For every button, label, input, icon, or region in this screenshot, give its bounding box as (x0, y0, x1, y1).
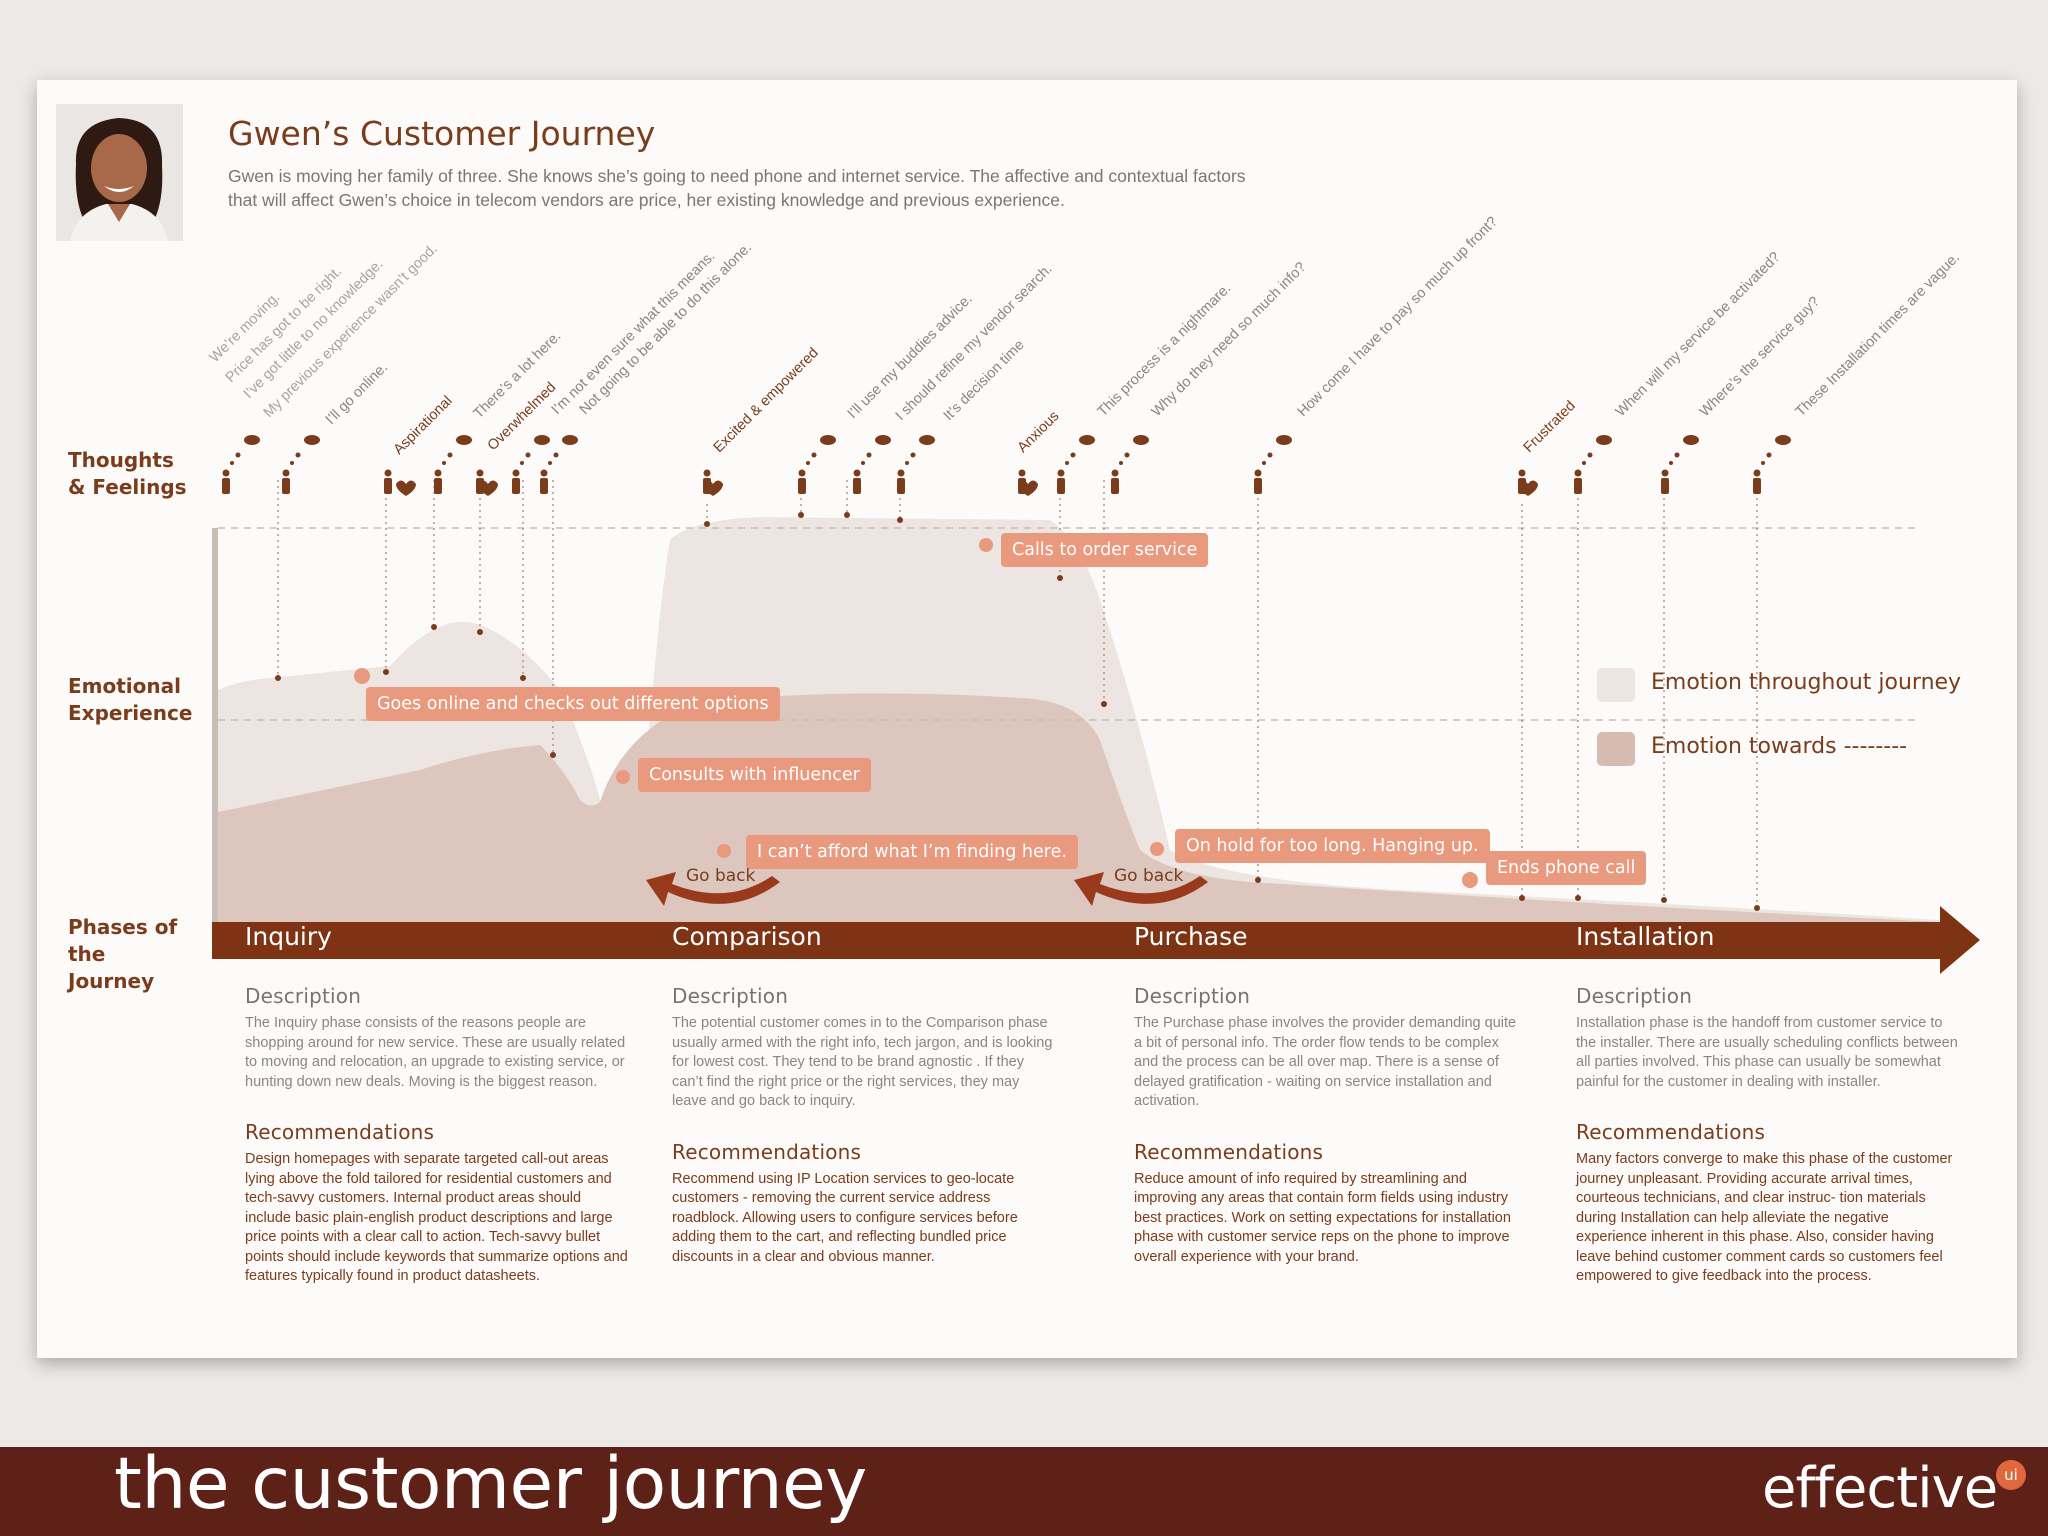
description-text: Installation phase is the handoff from c… (1576, 1015, 1958, 1090)
phase-arrow-head (1940, 906, 1980, 974)
recommendations-text: Many factors converge to make this phase… (1576, 1151, 1953, 1284)
go-back-label: Go back (686, 866, 756, 886)
callout-calls-to-order: Calls to order service (1001, 533, 1209, 567)
page-subtitle: Gwen is moving her family of three. She … (228, 166, 1246, 210)
phase-column-purchase: Description The Purchase phase involves … (1134, 984, 1519, 1267)
legend-swatch-throughout (1597, 668, 1635, 702)
thought-person-icon (434, 435, 472, 494)
recommendations-text: Recommend using IP Location services to … (672, 1170, 1018, 1265)
phase-bar (212, 922, 1942, 959)
thought-person-icon (897, 435, 935, 494)
footer-bar (0, 1447, 2048, 1536)
description-text: The Inquiry phase consists of the reason… (245, 1015, 626, 1090)
recommendations-text: Reduce amount of info required by stream… (1134, 1170, 1511, 1265)
phase-installation: Installation (1576, 922, 1715, 951)
callout-goes-online: Goes online and checks out different opt… (366, 687, 780, 721)
thought-icons (222, 435, 1791, 496)
feeling-heart-icon (1518, 469, 1538, 496)
thought-person-icon (222, 435, 260, 494)
recommendations-heading: Recommendations (1576, 1120, 1766, 1144)
description-heading: Description (672, 984, 789, 1008)
go-back-arrow-icon (1074, 872, 1208, 906)
feeling-heart-icon (703, 469, 723, 496)
thought-connectors (277, 480, 1758, 908)
row-label-phases: Phases of the Journey (68, 915, 178, 993)
emotion-points (275, 512, 1760, 911)
phase-column-comparison: Description The potential customer comes… (672, 984, 1057, 1267)
phase-comparison: Comparison (672, 922, 822, 951)
feeling-heart-icon (1018, 469, 1038, 496)
thought-person-icon (1574, 435, 1612, 494)
go-back-label: Go back (1114, 866, 1184, 886)
row-label-thoughts: Thoughts & Feelings (68, 448, 187, 499)
brand-badge-icon: ui (1996, 1460, 2026, 1490)
callout-markers (354, 538, 1478, 888)
legend-swatch-towards (1597, 732, 1635, 766)
callout-ends-call: Ends phone call (1486, 851, 1647, 885)
thought-person-icon (853, 435, 891, 494)
thought-person-icon (1057, 435, 1095, 494)
description-text: The Purchase phase involves the provider… (1134, 1015, 1517, 1109)
recommendations-heading: Recommendations (245, 1120, 435, 1144)
brand-logo: effective (1762, 1456, 1998, 1521)
description-text: The potential customer comes in to the C… (672, 1015, 1053, 1109)
footer-title: the customer journey (114, 1442, 867, 1525)
thought-person-icon (512, 435, 550, 494)
thought-person-icon (1661, 435, 1699, 494)
callout-cant-afford: I can’t afford what I’m finding here. (746, 835, 1078, 869)
emotion-axis (212, 528, 218, 924)
legend-label-throughout: Emotion throughout journey (1651, 670, 1962, 695)
persona-photo (56, 104, 183, 241)
legend-label-towards: Emotion towards -------- (1651, 734, 1908, 759)
phase-column-installation: Description Installation phase is the ha… (1576, 984, 1961, 1287)
recommendations-heading: Recommendations (672, 1139, 862, 1164)
description-heading: Description (1134, 984, 1251, 1008)
emotion-towards-area (218, 693, 1940, 924)
phase-purchase: Purchase (1134, 922, 1248, 951)
thought-person-icon (798, 435, 836, 494)
description-heading: Description (1576, 984, 1693, 1008)
callout-consults-influencer: Consults with influencer (638, 758, 871, 792)
thought-person-icon (1254, 435, 1292, 494)
thought-person-icon (1111, 435, 1149, 494)
page-title: Gwen’s Customer Journey (228, 114, 656, 153)
recommendations-text: Design homepages with separate targeted … (245, 1151, 628, 1284)
phase-inquiry: Inquiry (245, 922, 332, 951)
feeling-heart-icon (476, 469, 498, 496)
feeling-heart-icon (384, 469, 416, 496)
recommendations-heading: Recommendations (1134, 1139, 1324, 1164)
row-label-emotional: Emotional Experience (68, 674, 193, 725)
description-heading: Description (245, 984, 362, 1008)
thought-person-icon (1753, 435, 1791, 494)
thought-person-icon (540, 435, 578, 494)
phase-column-inquiry: Description The Inquiry phase consists o… (245, 984, 630, 1287)
go-back-arrow-icon (646, 872, 780, 906)
callout-on-hold: On hold for too long. Hanging up. (1175, 829, 1490, 863)
thought-person-icon (282, 435, 320, 494)
